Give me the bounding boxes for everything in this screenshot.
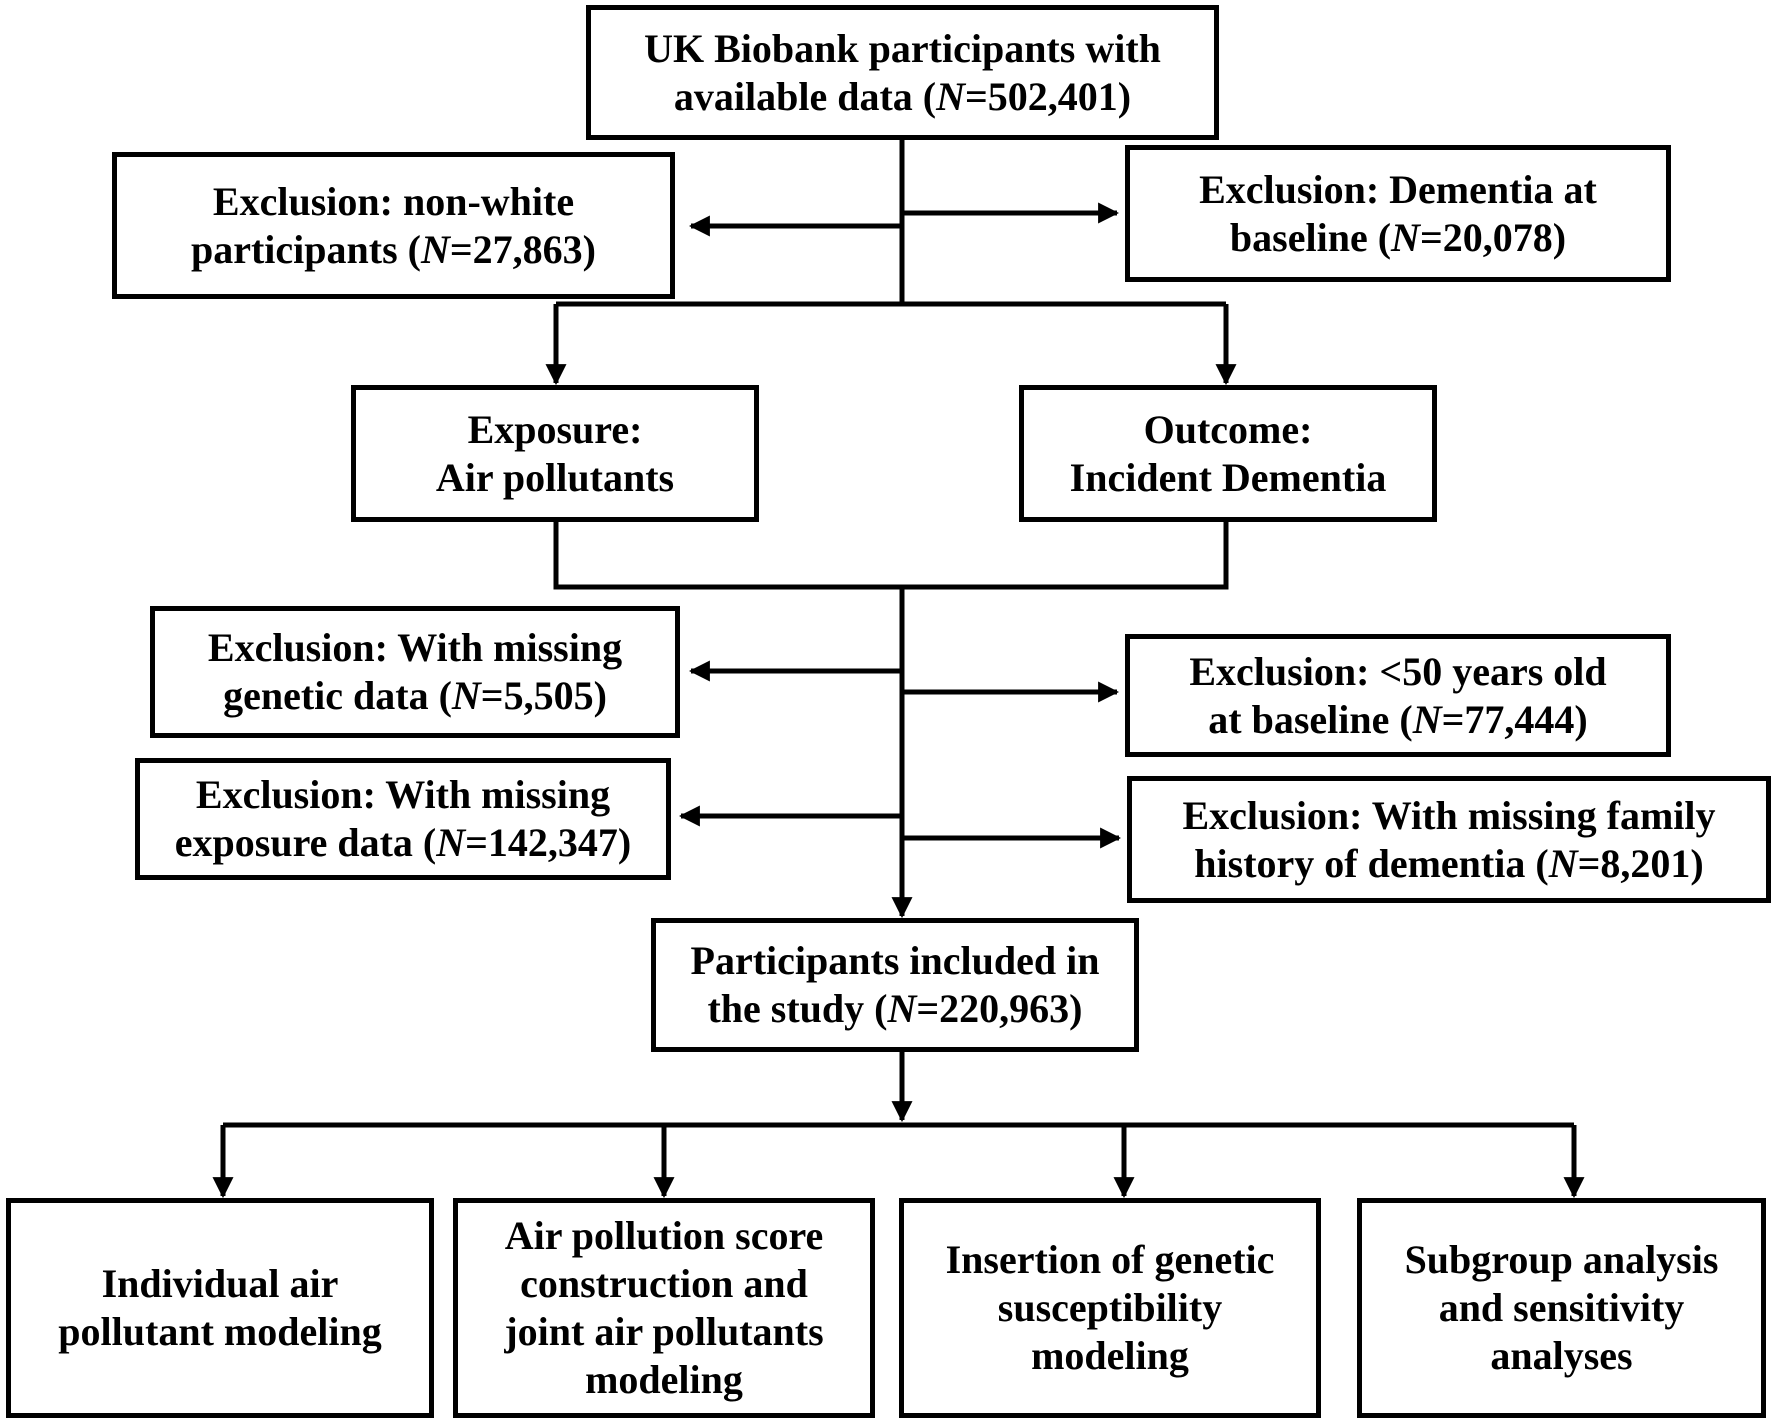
box-excl-missing-exposure: Exclusion: With missing exposure data (N… bbox=[135, 758, 671, 880]
n-value: =142,347) bbox=[465, 820, 632, 865]
n-value: =220,963) bbox=[916, 986, 1083, 1031]
box-excl-missing-genetic: Exclusion: With missing genetic data (N=… bbox=[150, 606, 680, 738]
box-text-line: and sensitivity bbox=[1438, 1285, 1685, 1330]
box-text-line: Exposure: bbox=[467, 406, 643, 452]
box-excl-missing-family-history: Exclusion: With missing family history o… bbox=[1127, 776, 1771, 903]
n-symbol: N bbox=[420, 226, 450, 272]
box-excl-dementia-baseline: Exclusion: Dementia at baseline (N=20,07… bbox=[1125, 145, 1671, 282]
box-participants-available: UK Biobank participants with available d… bbox=[586, 5, 1219, 140]
box-text-line: participants ( bbox=[190, 226, 421, 272]
n-value: =502,401) bbox=[965, 73, 1132, 119]
box-text-line: UK Biobank participants with bbox=[644, 25, 1161, 71]
n-symbol: N bbox=[1412, 696, 1442, 742]
n-value: =8,201) bbox=[1577, 840, 1704, 886]
merge-bracket bbox=[553, 520, 1229, 590]
box-text-line: Exclusion: Dementia at bbox=[1199, 166, 1597, 212]
n-value: =77,444) bbox=[1441, 696, 1588, 742]
box-analysis-subgroup: Subgroup analysis and sensitivity analys… bbox=[1357, 1198, 1766, 1418]
n-symbol: N bbox=[1548, 840, 1578, 886]
n-symbol: N bbox=[936, 73, 965, 119]
box-text-line: Exclusion: With missing bbox=[195, 772, 611, 817]
box-text-line: Exclusion: With missing family bbox=[1182, 792, 1716, 838]
n-value: =5,505) bbox=[480, 673, 607, 718]
box-text-line: genetic data ( bbox=[223, 673, 452, 718]
n-value: =27,863) bbox=[449, 226, 596, 272]
box-text-line: Exclusion: <50 years old bbox=[1189, 648, 1607, 694]
box-text-line: at baseline ( bbox=[1208, 696, 1413, 742]
box-text-line: Exclusion: non-white bbox=[212, 178, 575, 224]
n-symbol: N bbox=[1391, 214, 1420, 260]
box-analysis-score: Air pollution score construction and joi… bbox=[453, 1198, 875, 1418]
box-text-line: pollutant modeling bbox=[58, 1309, 382, 1354]
box-text-line: construction and bbox=[520, 1261, 808, 1306]
box-included: Participants included in the study (N=22… bbox=[651, 918, 1139, 1052]
box-text-line: Air pollution score bbox=[504, 1213, 824, 1258]
box-text-line: Incident Dementia bbox=[1069, 454, 1387, 500]
box-text-line: Insertion of genetic bbox=[945, 1237, 1275, 1282]
box-text-line: analyses bbox=[1490, 1333, 1633, 1378]
box-text-line: baseline ( bbox=[1229, 214, 1392, 260]
box-exposure: Exposure: Air pollutants bbox=[351, 385, 759, 522]
box-text-line: Individual air bbox=[101, 1261, 339, 1306]
box-text-line: the study ( bbox=[707, 986, 888, 1031]
box-analysis-individual: Individual air pollutant modeling bbox=[6, 1198, 434, 1418]
box-excl-under50: Exclusion: <50 years old at baseline (N=… bbox=[1125, 634, 1671, 757]
box-text-line: Air pollutants bbox=[435, 454, 675, 500]
box-excl-nonwhite: Exclusion: non-white participants (N=27,… bbox=[112, 152, 675, 299]
n-value: =20,078) bbox=[1419, 214, 1567, 260]
box-outcome: Outcome: Incident Dementia bbox=[1019, 385, 1437, 522]
box-text-line: available data ( bbox=[673, 73, 937, 119]
box-text-line: Exclusion: With missing bbox=[207, 625, 623, 670]
box-text-line: exposure data ( bbox=[174, 820, 437, 865]
n-symbol: N bbox=[887, 986, 917, 1031]
box-text-line: Outcome: bbox=[1143, 406, 1313, 452]
box-text-line: modeling bbox=[1031, 1333, 1189, 1378]
n-symbol: N bbox=[436, 820, 466, 865]
box-text-line: susceptibility bbox=[997, 1285, 1223, 1330]
box-text-line: Participants included in bbox=[690, 938, 1100, 983]
box-analysis-genetic: Insertion of genetic susceptibility mode… bbox=[899, 1198, 1321, 1418]
n-symbol: N bbox=[451, 673, 481, 718]
box-text-line: modeling bbox=[585, 1357, 743, 1402]
box-text-line: history of dementia ( bbox=[1194, 840, 1549, 886]
box-text-line: joint air pollutants bbox=[504, 1309, 824, 1354]
box-text-line: Subgroup analysis bbox=[1404, 1237, 1719, 1282]
